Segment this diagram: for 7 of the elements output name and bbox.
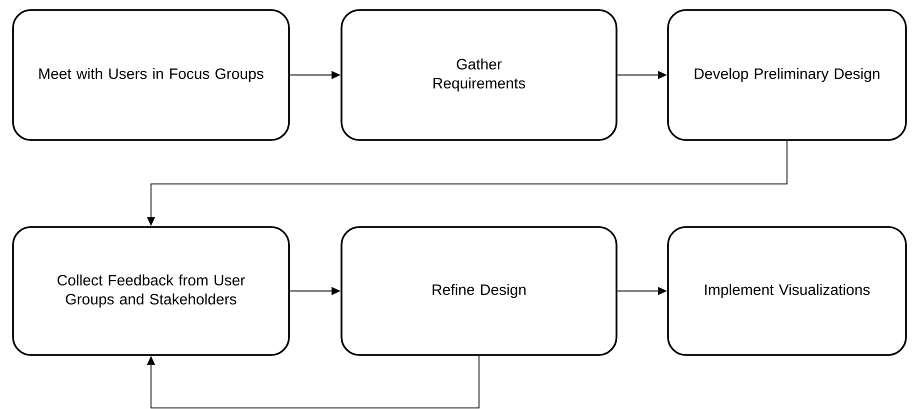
process-box: Gather Requirements bbox=[340, 9, 618, 141]
process-box: Refine Design bbox=[340, 226, 618, 356]
process-box: Meet with Users in Focus Groups bbox=[12, 9, 290, 141]
process-box: Implement Visualizations bbox=[667, 226, 907, 356]
process-box: Develop Preliminary Design bbox=[667, 9, 907, 141]
arrow bbox=[146, 355, 480, 408]
process-box: Collect Feedback from User Groups and Stakeholders bbox=[12, 226, 290, 356]
